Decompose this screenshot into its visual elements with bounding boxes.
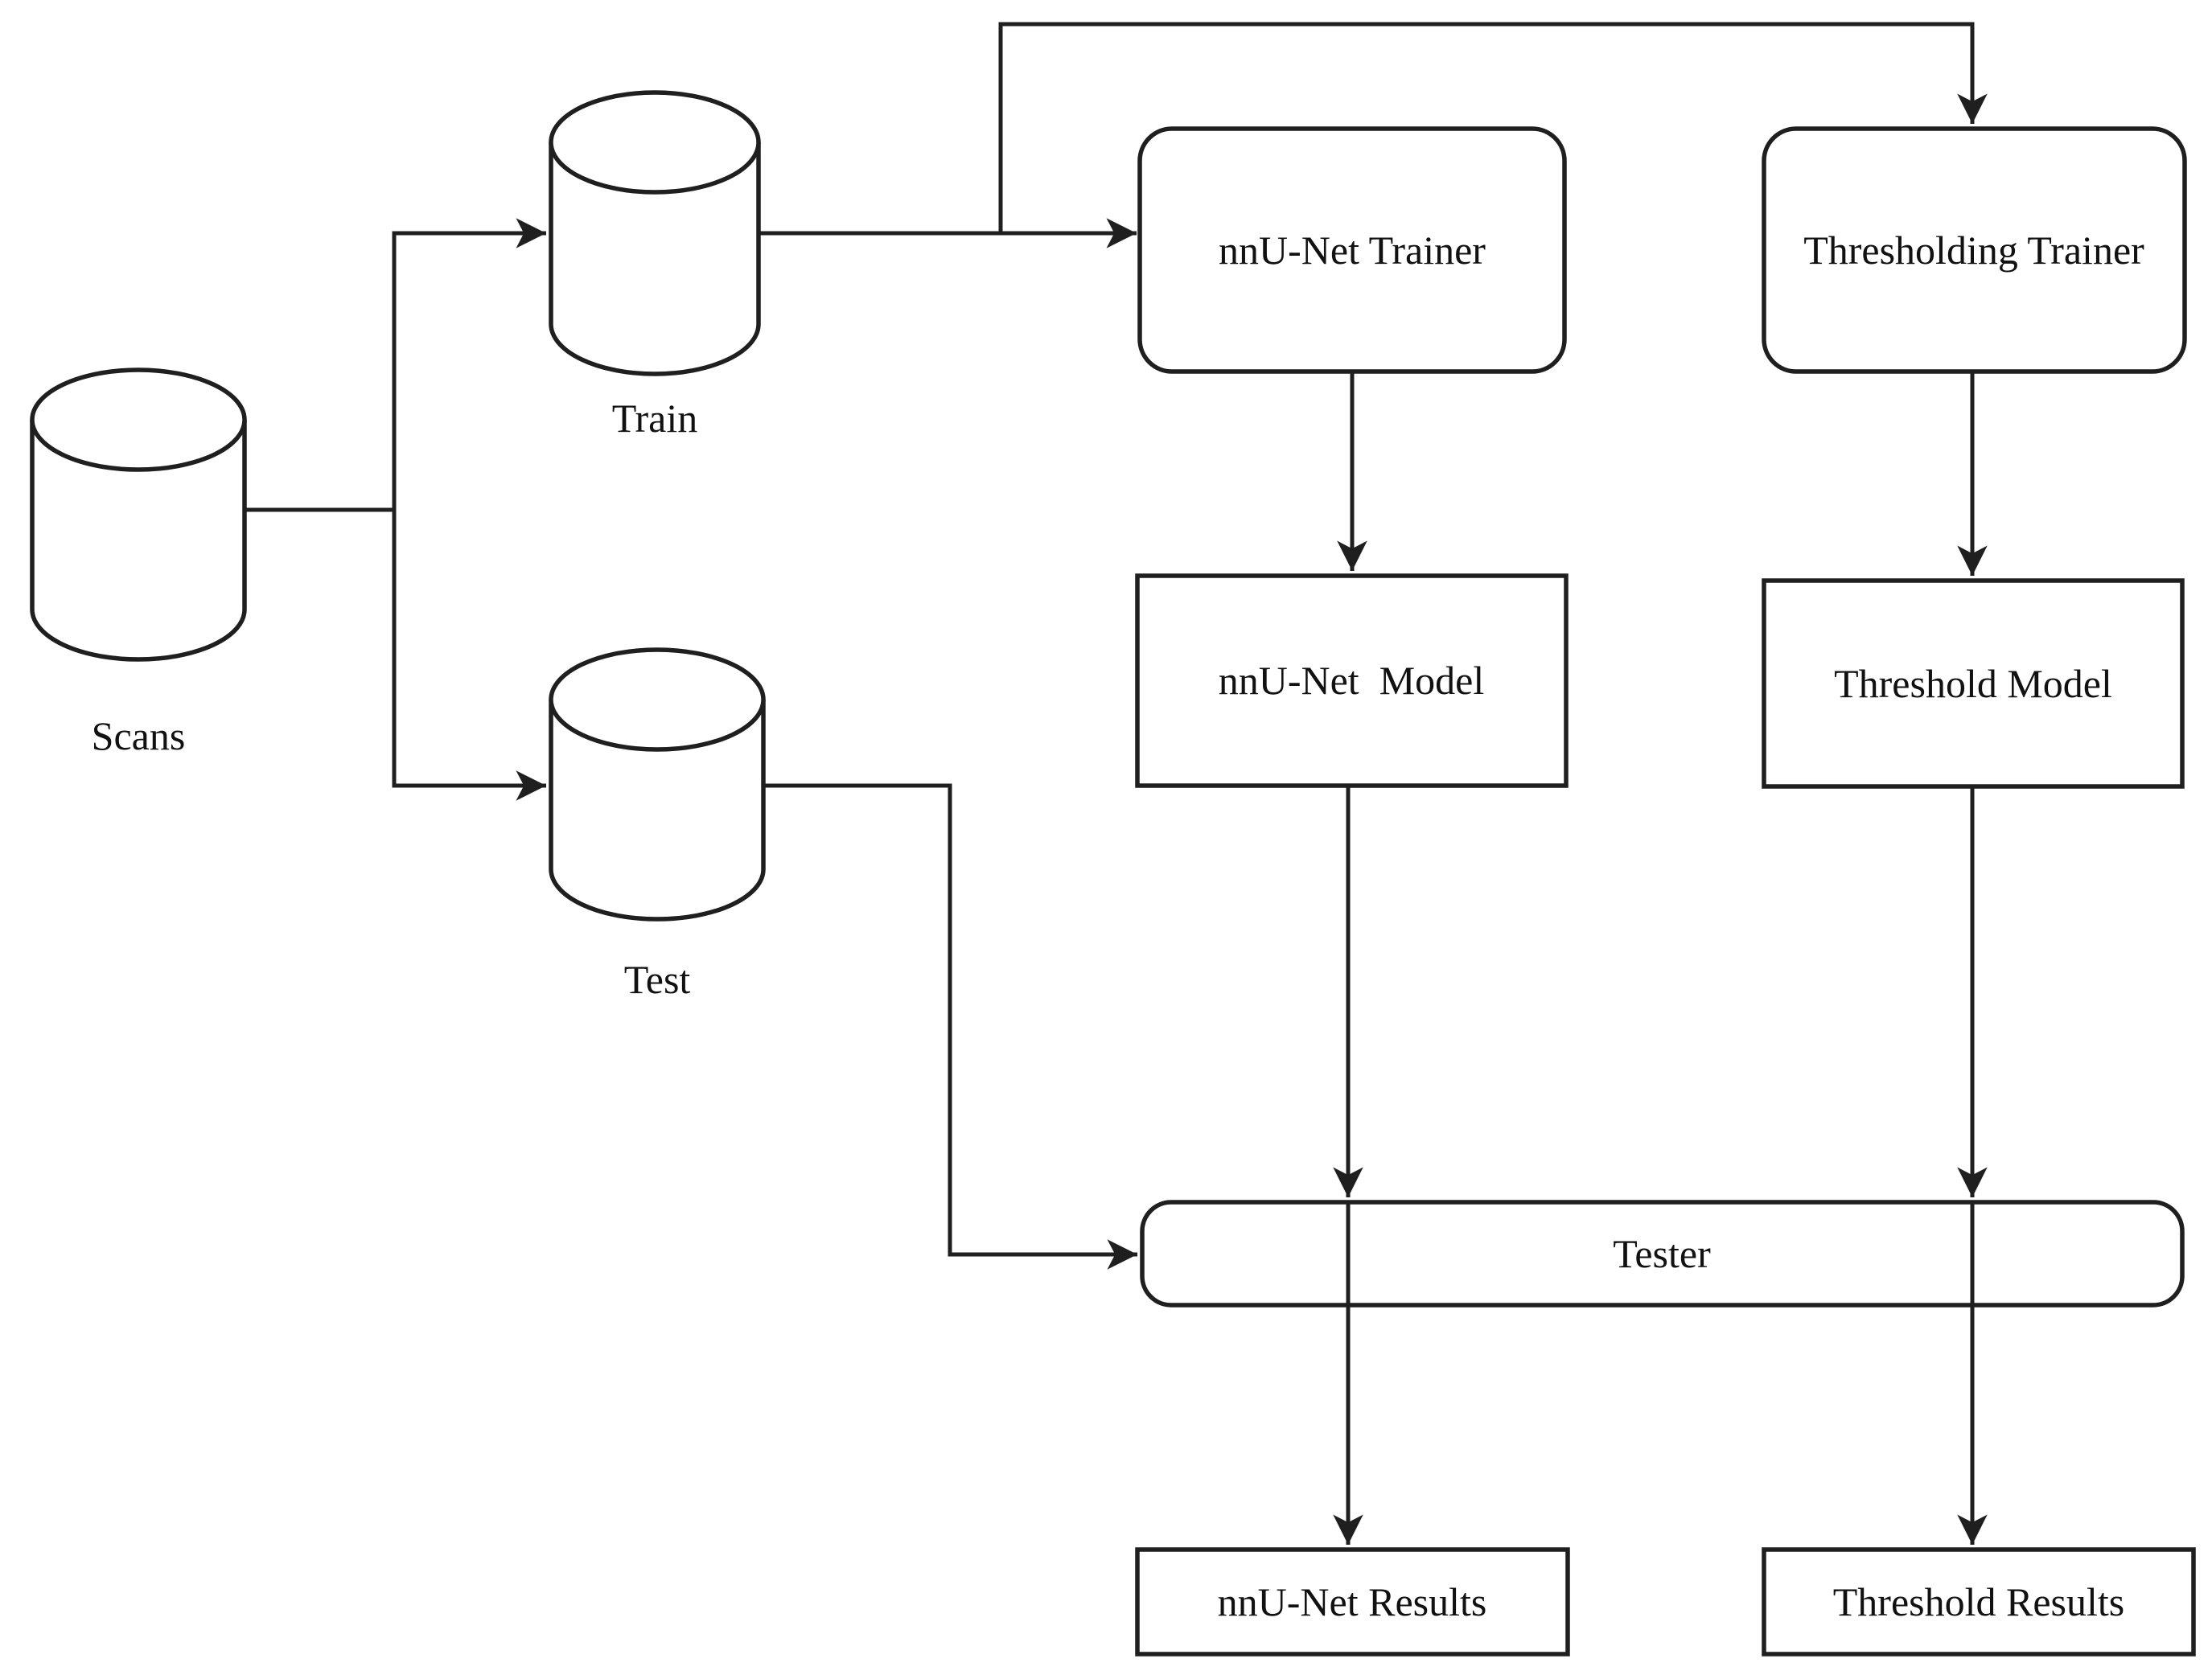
node-train-cylinder: Train bbox=[549, 90, 761, 441]
node-thresholding-trainer: Thresholding Trainer bbox=[1762, 126, 2187, 374]
edge-train-to-thresholding-trainer bbox=[998, 22, 1988, 233]
node-tester: Tester bbox=[1140, 1200, 2185, 1308]
tester-label: Tester bbox=[1613, 1231, 1711, 1276]
nnunet-results-box bbox=[1135, 1547, 1570, 1657]
train-cylinder-top bbox=[549, 90, 761, 195]
node-nnunet-model: nnU-Net Model bbox=[1135, 573, 1569, 788]
node-test-cylinder: Test bbox=[549, 647, 766, 1002]
train-label: Train bbox=[612, 396, 698, 441]
test-cylinder-top bbox=[549, 647, 766, 752]
threshold-results-label: Threshold Results bbox=[1833, 1579, 2124, 1624]
test-cylinder-body bbox=[549, 700, 766, 922]
node-threshold-model: Threshold Model bbox=[1762, 578, 2185, 789]
nnunet-model-box bbox=[1135, 573, 1569, 788]
scans-cylinder-top bbox=[30, 367, 247, 472]
tester-box bbox=[1140, 1200, 2185, 1308]
threshold-results-box bbox=[1762, 1547, 2196, 1657]
node-nnunet-trainer: nnU-Net Trainer bbox=[1137, 126, 1567, 374]
edge-test-to-tester bbox=[764, 783, 1137, 1270]
edge-scans-to-test bbox=[392, 510, 546, 801]
thresholding-trainer-label: Thresholding Trainer bbox=[1803, 228, 2144, 273]
train-cylinder-body bbox=[549, 142, 761, 376]
node-threshold-results: Threshold Results bbox=[1762, 1547, 2196, 1657]
nnunet-model-label: nnU-Net Model bbox=[1219, 658, 1485, 703]
nodes-layer: Scans Train Test nnU-Net Trainer Thresho… bbox=[30, 90, 2196, 1657]
scans-label: Scans bbox=[92, 713, 186, 758]
edge-scans-to-train bbox=[245, 218, 546, 512]
threshold-model-label: Threshold Model bbox=[1834, 661, 2112, 706]
nnunet-trainer-label: nnU-Net Trainer bbox=[1219, 228, 1486, 273]
test-label: Test bbox=[624, 957, 691, 1002]
scans-cylinder-body bbox=[30, 420, 247, 662]
nnunet-results-label: nnU-Net Results bbox=[1218, 1579, 1487, 1624]
node-nnunet-results: nnU-Net Results bbox=[1135, 1547, 1570, 1657]
edges-layer bbox=[245, 22, 1988, 1545]
node-scans-cylinder: Scans bbox=[30, 367, 247, 758]
